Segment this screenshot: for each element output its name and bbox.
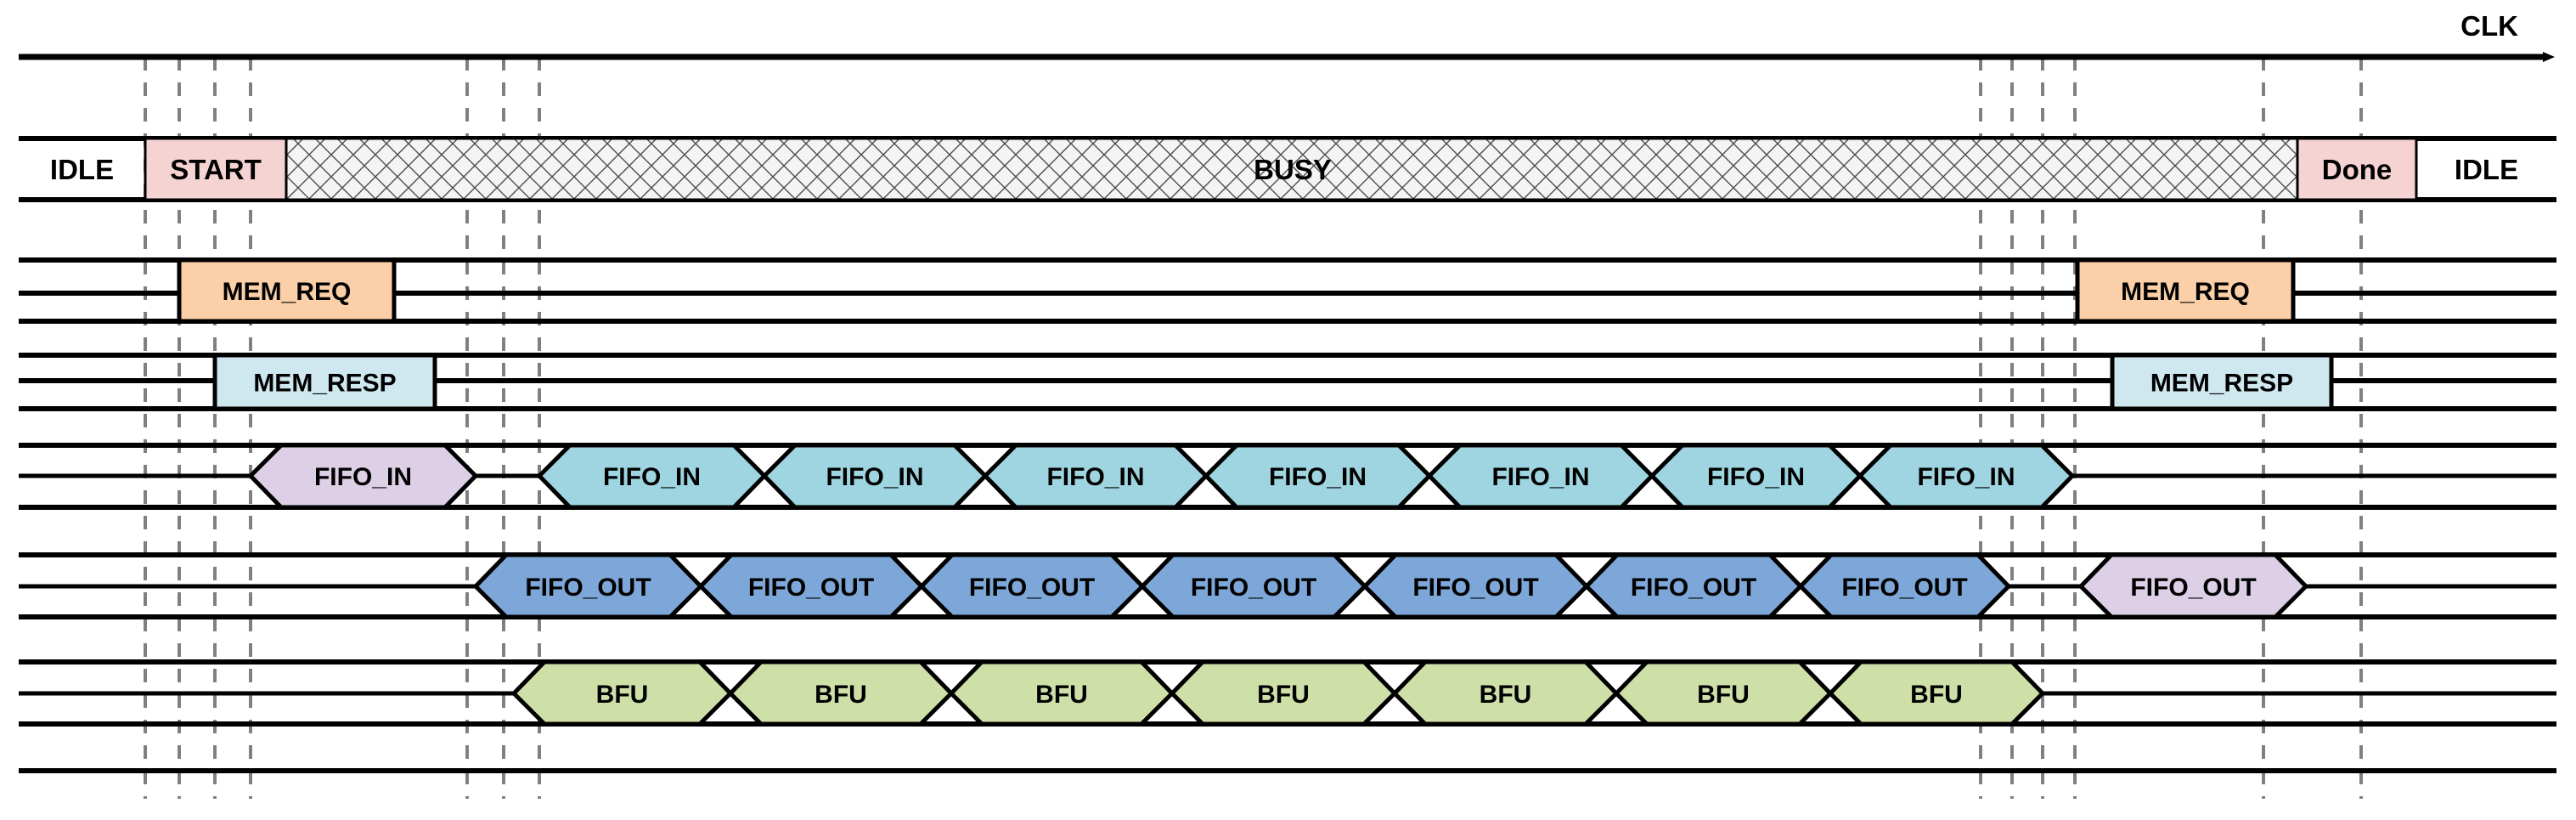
fifo_out-hex-label-1: FIFO_OUT (748, 574, 874, 602)
fifo_out-hex-label-3: FIFO_OUT (1191, 574, 1316, 602)
state-label-start: START (170, 154, 262, 185)
state-segment-start (144, 137, 288, 201)
bfu-hex-label-4: BFU (1480, 681, 1532, 709)
bfu-hex-label-6: BFU (1910, 681, 1963, 709)
fifo_in-hex-0 (247, 443, 479, 510)
fifo_out-hex-6 (1797, 552, 2012, 619)
fifo_in-hex-7 (1857, 443, 2076, 510)
bfu-hex-label-5: BFU (1697, 681, 1750, 709)
state-segment-busy (285, 137, 2299, 201)
fifo_out-hex-label-5: FIFO_OUT (1631, 574, 1756, 602)
bfu-hex-label-2: BFU (1035, 681, 1088, 709)
bfu-hex-label-1: BFU (815, 681, 867, 709)
fifo_in-hex-label-0: FIFO_IN (314, 463, 412, 491)
fifo_out-hex-label-0: FIFO_OUT (525, 574, 651, 602)
mem_req-label-1: MEM_REQ (2121, 278, 2250, 306)
state-label-busy: BUSY (1254, 154, 1332, 185)
mem_req-block-0 (177, 257, 397, 324)
bfu-hex-label-0: BFU (596, 681, 649, 709)
mem_req-label-0: MEM_REQ (223, 278, 352, 306)
fifo_out-hex-label-7: FIFO_OUT (2130, 574, 2256, 602)
mem_req-block-1 (2075, 257, 2296, 324)
fifo_in-hex-label-5: FIFO_IN (1491, 463, 1589, 491)
bfu-hex-6 (1827, 659, 2046, 727)
fifo_in-hex-label-4: FIFO_IN (1269, 463, 1367, 491)
clk-label: CLK (2460, 10, 2518, 42)
fifo_out-hex-7 (2077, 552, 2309, 619)
state-label-idle: IDLE (50, 154, 114, 185)
mem_resp-block-1 (2110, 353, 2334, 411)
fifo_out-hex-label-4: FIFO_OUT (1412, 574, 1538, 602)
mem_resp-label-0: MEM_RESP (253, 370, 396, 398)
fifo_in-hex-label-1: FIFO_IN (603, 463, 701, 491)
mem_resp-block-0 (212, 353, 437, 411)
fifo_in-hex-label-6: FIFO_IN (1707, 463, 1805, 491)
fifo_out-hex-label-2: FIFO_OUT (969, 574, 1095, 602)
fifo_in-hex-label-2: FIFO_IN (826, 463, 923, 491)
fifo_out-hex-label-6: FIFO_OUT (1841, 574, 1967, 602)
fifo_in-hex-label-7: FIFO_IN (1917, 463, 2015, 491)
fifo_in-hex-label-3: FIFO_IN (1046, 463, 1144, 491)
bfu-hex-label-3: BFU (1257, 681, 1310, 709)
signal-labels-group: IDLE START BUSY Done IDLE MEM_REQ MEM_REQ MEM_R… (50, 154, 2518, 709)
signal-shapes-group (19, 137, 2556, 727)
mem_resp-label-1: MEM_RESP (2150, 370, 2293, 398)
state-label-done: Done (2322, 154, 2393, 185)
state-label-idle: IDLE (2455, 154, 2518, 185)
state-segment-done (2296, 137, 2418, 201)
